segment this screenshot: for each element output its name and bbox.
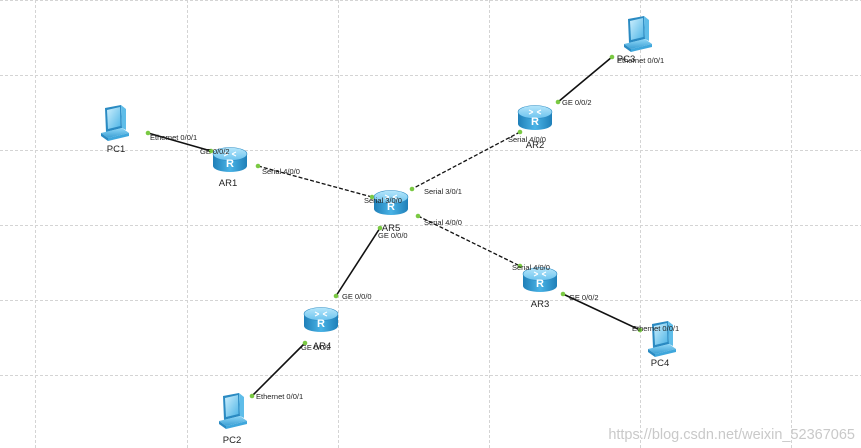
port-label: Serial 4/0/0 — [508, 135, 546, 144]
port-indicator-dot — [249, 393, 255, 399]
port-indicator-dot — [415, 213, 421, 219]
device-label-pc2: PC2 — [223, 435, 241, 446]
port-label: GE 0/0/2 — [200, 147, 230, 156]
port-label: Serial 3/0/0 — [364, 196, 402, 205]
pc-shape — [101, 105, 129, 141]
watermark-text: https://blog.csdn.net/weixin_52367065 — [608, 427, 855, 443]
port-label: Ethernet 0/0/1 — [617, 56, 664, 65]
router-shape — [303, 306, 339, 333]
port-label: Serial 4/0/0 — [424, 218, 462, 227]
port-indicator-dot — [560, 291, 566, 297]
port-indicator-dot — [377, 225, 383, 231]
router-shape — [517, 104, 553, 131]
device-label-ar4: AR4 — [313, 341, 331, 352]
port-indicator-dot — [555, 99, 561, 105]
pc-icon[interactable] — [624, 16, 652, 52]
link-ar1-ar5[interactable] — [257, 165, 373, 198]
port-label: Ethernet 0/0/1 — [150, 133, 197, 142]
port-indicator-dot — [333, 293, 339, 299]
port-label: Ethernet 0/0/1 — [256, 392, 303, 401]
port-label: GE 0/0/0 — [378, 231, 408, 240]
port-label: GE 0/0/2 — [569, 293, 599, 302]
link-ar5-ar3[interactable] — [417, 215, 521, 267]
link-ar2-ar5[interactable] — [411, 131, 521, 190]
port-indicator-dot — [208, 148, 214, 154]
device-label-ar1: AR1 — [219, 178, 237, 189]
port-label: Ethernet 0/0/1 — [632, 324, 679, 333]
link-pc3-ar2[interactable] — [557, 56, 613, 103]
pc-shape — [219, 393, 247, 429]
port-indicator-dot — [369, 194, 375, 200]
port-indicator-dot — [517, 129, 523, 135]
pc-icon[interactable] — [101, 105, 129, 141]
link-ar5-ar4[interactable] — [335, 227, 381, 297]
port-label: Serial 4/0/0 — [262, 167, 300, 176]
device-label-pc1: PC1 — [107, 144, 125, 155]
device-label-pc4: PC4 — [651, 358, 669, 369]
links-layer — [145, 54, 643, 399]
port-indicator-dot — [609, 54, 615, 60]
link-ar3-pc4[interactable] — [562, 293, 641, 331]
device-label-ar5: AR5 — [382, 223, 400, 234]
link-ar4-pc2[interactable] — [251, 342, 306, 397]
port-label: Serial 3/0/1 — [424, 187, 462, 196]
port-indicator-dot — [517, 263, 523, 269]
port-indicator-dot — [255, 163, 261, 169]
router-icon[interactable] — [517, 104, 553, 131]
pc-icon[interactable] — [219, 393, 247, 429]
port-indicator-dot — [637, 327, 643, 333]
router-icon[interactable] — [303, 306, 339, 333]
device-label-ar2: AR2 — [526, 140, 544, 151]
link-pc1-ar1[interactable] — [147, 132, 212, 152]
pc-shape — [624, 16, 652, 52]
device-label-pc3: PC3 — [617, 54, 635, 65]
port-label: Serial 4/0/0 — [512, 263, 550, 272]
port-label: GE 0/0/2 — [301, 343, 331, 352]
port-indicator-dot — [409, 186, 415, 192]
port-indicator-dot — [145, 130, 151, 136]
port-label: GE 0/0/2 — [562, 98, 592, 107]
port-label: GE 0/0/0 — [342, 292, 372, 301]
device-label-ar3: AR3 — [531, 299, 549, 310]
port-indicator-dot — [302, 340, 308, 346]
